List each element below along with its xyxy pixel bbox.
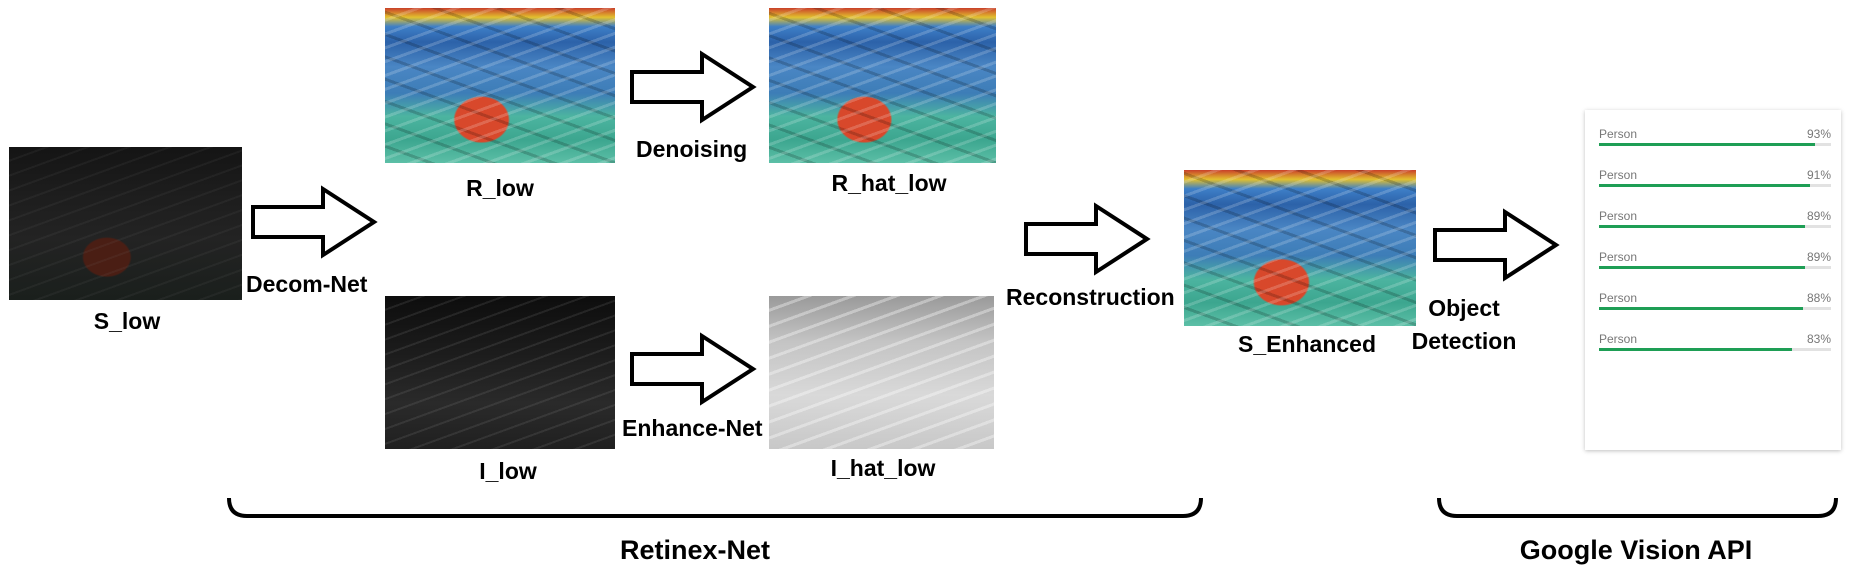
- detection-row: Person 91%: [1599, 168, 1831, 202]
- detection-score-track: [1599, 266, 1831, 269]
- detection-label: Person: [1599, 332, 1638, 346]
- detection-score-bar: [1599, 184, 1811, 187]
- detection-label: Person: [1599, 250, 1638, 264]
- s-low-image: [9, 147, 242, 300]
- detection-score-track: [1599, 307, 1831, 310]
- detection-score-bar: [1599, 225, 1806, 228]
- object-detection-arrow: [1433, 208, 1560, 282]
- enhance-net-label: Enhance-Net: [622, 415, 763, 441]
- detection-score: 89%: [1806, 209, 1831, 223]
- s-enhanced-image: [1184, 170, 1416, 326]
- denoising-label: Denoising: [636, 136, 748, 162]
- enhance-net-arrow: [630, 332, 757, 406]
- detection-row: Person 93%: [1599, 127, 1831, 161]
- detection-results-panel: Person 93% Person 91% Person 89% Person …: [1585, 110, 1841, 450]
- detection-score-bar: [1599, 348, 1792, 351]
- detection-score: 93%: [1806, 127, 1831, 141]
- detection-label: Person: [1599, 168, 1638, 182]
- detection-score: 83%: [1806, 332, 1831, 346]
- denoising-arrow: [630, 50, 757, 124]
- detection-row: Person 89%: [1599, 209, 1831, 243]
- detection-row: Person 88%: [1599, 291, 1831, 325]
- reconstruction-arrow: [1024, 202, 1151, 276]
- detection-score-track: [1599, 225, 1831, 228]
- detection-score: 91%: [1806, 168, 1831, 182]
- r-low-image: [385, 8, 615, 163]
- retinex-net-brace: [227, 497, 1203, 518]
- decom-net-arrow: [251, 185, 378, 259]
- i-low-image: [385, 296, 615, 449]
- object-detection-label-line1: Object: [1428, 295, 1500, 321]
- i-hat-low-image: [769, 296, 994, 449]
- detection-score-bar: [1599, 307, 1804, 310]
- detection-score-bar: [1599, 143, 1815, 146]
- object-detection-label-line2: Detection: [1411, 328, 1517, 354]
- detection-score-track: [1599, 348, 1831, 351]
- detection-row: Person 83%: [1599, 332, 1831, 366]
- detection-score-bar: [1599, 266, 1806, 269]
- detection-label: Person: [1599, 127, 1638, 141]
- detection-score-track: [1599, 143, 1831, 146]
- i-hat-low-label: I_hat_low: [830, 455, 936, 481]
- google-vision-group-label: Google Vision API: [1519, 535, 1753, 565]
- detection-score: 88%: [1806, 291, 1831, 305]
- detection-label: Person: [1599, 291, 1638, 305]
- retinex-net-group-label: Retinex-Net: [619, 535, 771, 565]
- decom-net-label: Decom-Net: [246, 271, 368, 297]
- detection-score: 89%: [1806, 250, 1831, 264]
- r-hat-low-image: [769, 8, 996, 163]
- r-low-label: R_low: [466, 175, 534, 201]
- s-low-label: S_low: [93, 308, 161, 334]
- i-low-label: I_low: [479, 458, 537, 484]
- detection-label: Person: [1599, 209, 1638, 223]
- r-hat-low-label: R_hat_low: [831, 170, 947, 196]
- google-vision-brace: [1437, 497, 1838, 518]
- detection-score-track: [1599, 184, 1831, 187]
- reconstruction-label: Reconstruction: [1006, 284, 1175, 310]
- detection-row: Person 89%: [1599, 250, 1831, 284]
- s-enhanced-label: S_Enhanced: [1237, 331, 1377, 357]
